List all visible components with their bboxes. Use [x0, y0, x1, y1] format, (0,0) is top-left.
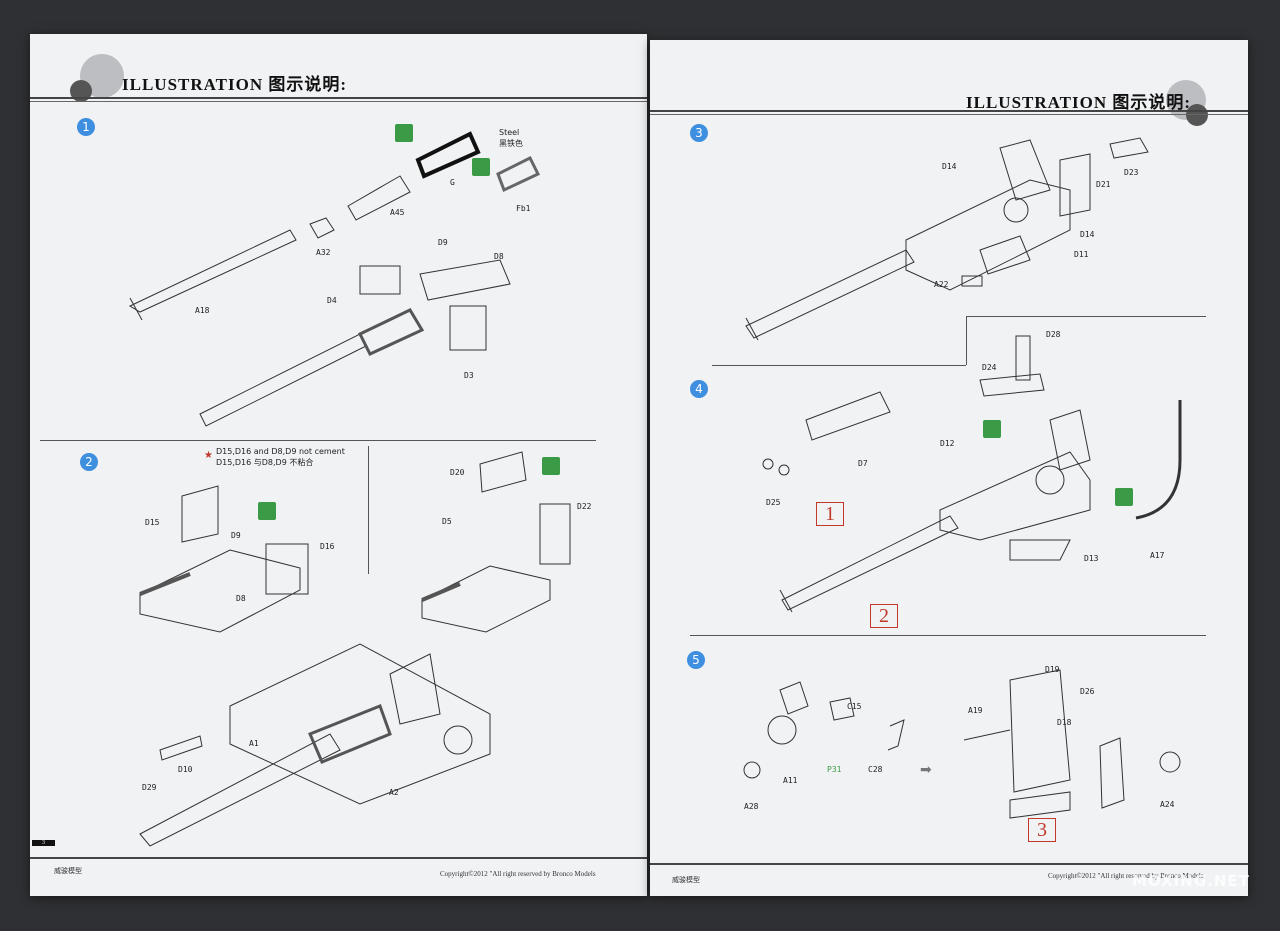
right-footer-brand: 威骏模型	[672, 876, 700, 884]
label-d13: D13	[1084, 554, 1099, 563]
label-d10: D10	[178, 765, 193, 774]
label-d7: D7	[858, 459, 868, 468]
label-a1: A1	[249, 739, 259, 748]
label-d14a: D14	[942, 162, 957, 171]
step-badge-3: 3	[690, 124, 708, 142]
label-d8-s1: D8	[494, 252, 504, 261]
label-d25: D25	[766, 498, 781, 507]
right-header-title: ILLUSTRATION 图示说明:	[966, 93, 1192, 112]
step3-step4-divider	[712, 365, 966, 366]
label-d29: D29	[142, 783, 157, 792]
no-cement-icon-4	[983, 420, 1001, 438]
left-footer-rule	[30, 857, 647, 859]
label-a11: A11	[783, 776, 798, 785]
step2-note-en: D15,D16 and D8,D9 not cement	[216, 447, 345, 456]
label-d20: D20	[450, 468, 465, 477]
label-a45: A45	[390, 208, 405, 217]
label-d8-s2: D8	[236, 594, 246, 603]
label-fb1: Fb1	[516, 204, 531, 213]
step2-vertical-divider	[368, 446, 369, 574]
left-header-title: ILLUSTRATION 图示说明:	[122, 75, 348, 94]
step-badge-5: 5	[687, 651, 705, 669]
step4-step5-divider	[690, 635, 1206, 636]
label-d16: D16	[320, 542, 335, 551]
right-header-rule-2	[650, 114, 1248, 115]
right-footer-rule	[650, 863, 1248, 865]
left-header-rule	[30, 97, 647, 99]
right-page-line-art	[743, 137, 1182, 819]
no-cement-icon-3	[542, 457, 560, 475]
label-d3: D3	[464, 371, 474, 380]
right-page: ILLUSTRATION 图示说明: 3 D14 D21 D23 D14 D11…	[650, 40, 1248, 896]
label-g: G	[450, 178, 455, 187]
step-badge-2: 2	[80, 453, 98, 471]
sub-step-box-2: 2	[870, 604, 898, 628]
step2-note-cn: D15,D16 与D8,D9 不粘合	[216, 458, 314, 467]
page-number: 3	[32, 840, 55, 846]
label-steel: Steel	[499, 128, 520, 137]
step-badge-4: 4	[690, 380, 708, 398]
left-header-rule-2	[30, 101, 647, 102]
label-d11: D11	[1074, 250, 1089, 259]
label-a18: A18	[195, 306, 210, 315]
label-d19: D19	[1045, 665, 1060, 674]
label-d9-s1: D9	[438, 238, 448, 247]
no-cement-icon-5	[1115, 488, 1133, 506]
label-d15: D15	[145, 518, 160, 527]
star-icon: ★	[204, 450, 213, 461]
right-footer-copyright: Copyright©2012 "All right reserved by Br…	[1048, 872, 1204, 880]
label-d22: D22	[577, 502, 592, 511]
label-p31: P31	[827, 765, 842, 774]
file-icon	[472, 158, 490, 176]
label-a19: A19	[968, 706, 983, 715]
step3-step4-divider-vert	[966, 316, 967, 365]
no-cement-icon	[395, 124, 413, 142]
label-a32: A32	[316, 248, 331, 257]
left-footer-brand: 威骏模型	[54, 867, 82, 875]
sub-step-box-1: 1	[816, 502, 844, 526]
header-decor-dot-right	[1186, 104, 1208, 126]
step-badge-1: 1	[77, 118, 95, 136]
sub-step-box-3: 3	[1028, 818, 1056, 842]
label-d21: D21	[1096, 180, 1111, 189]
label-d4: D4	[327, 296, 337, 305]
label-a2: A2	[389, 788, 399, 797]
step3-step4-divider-top	[966, 316, 1206, 317]
label-d5: D5	[442, 517, 452, 526]
label-d18: D18	[1057, 718, 1072, 727]
right-header-rule	[650, 110, 1248, 112]
label-a24: A24	[1160, 800, 1175, 809]
label-d12: D12	[940, 439, 955, 448]
label-a17: A17	[1150, 551, 1165, 560]
label-d24: D24	[982, 363, 997, 372]
header-decor-dot	[70, 80, 92, 102]
left-page: ILLUSTRATION 图示说明: 1 Steel 黑铁色 G Fb1 A45…	[30, 34, 647, 896]
label-c28: C28	[868, 765, 883, 774]
label-steel-cn: 黑铁色	[499, 139, 523, 148]
label-a28: A28	[744, 802, 759, 811]
arrow-icon: ➡	[920, 762, 932, 778]
no-cement-icon-2	[258, 502, 276, 520]
label-d14b: D14	[1080, 230, 1095, 239]
label-d26: D26	[1080, 687, 1095, 696]
label-d28: D28	[1046, 330, 1061, 339]
watermark: MOXING.NET	[1132, 872, 1250, 890]
left-page-line-art	[128, 131, 571, 847]
label-a22: A22	[934, 280, 949, 289]
label-d9-s2: D9	[231, 531, 241, 540]
left-footer-copyright: Copyright©2012 "All right reserved by Br…	[440, 870, 596, 878]
step-divider	[40, 440, 596, 441]
label-c15: C15	[847, 702, 862, 711]
label-d23: D23	[1124, 168, 1139, 177]
